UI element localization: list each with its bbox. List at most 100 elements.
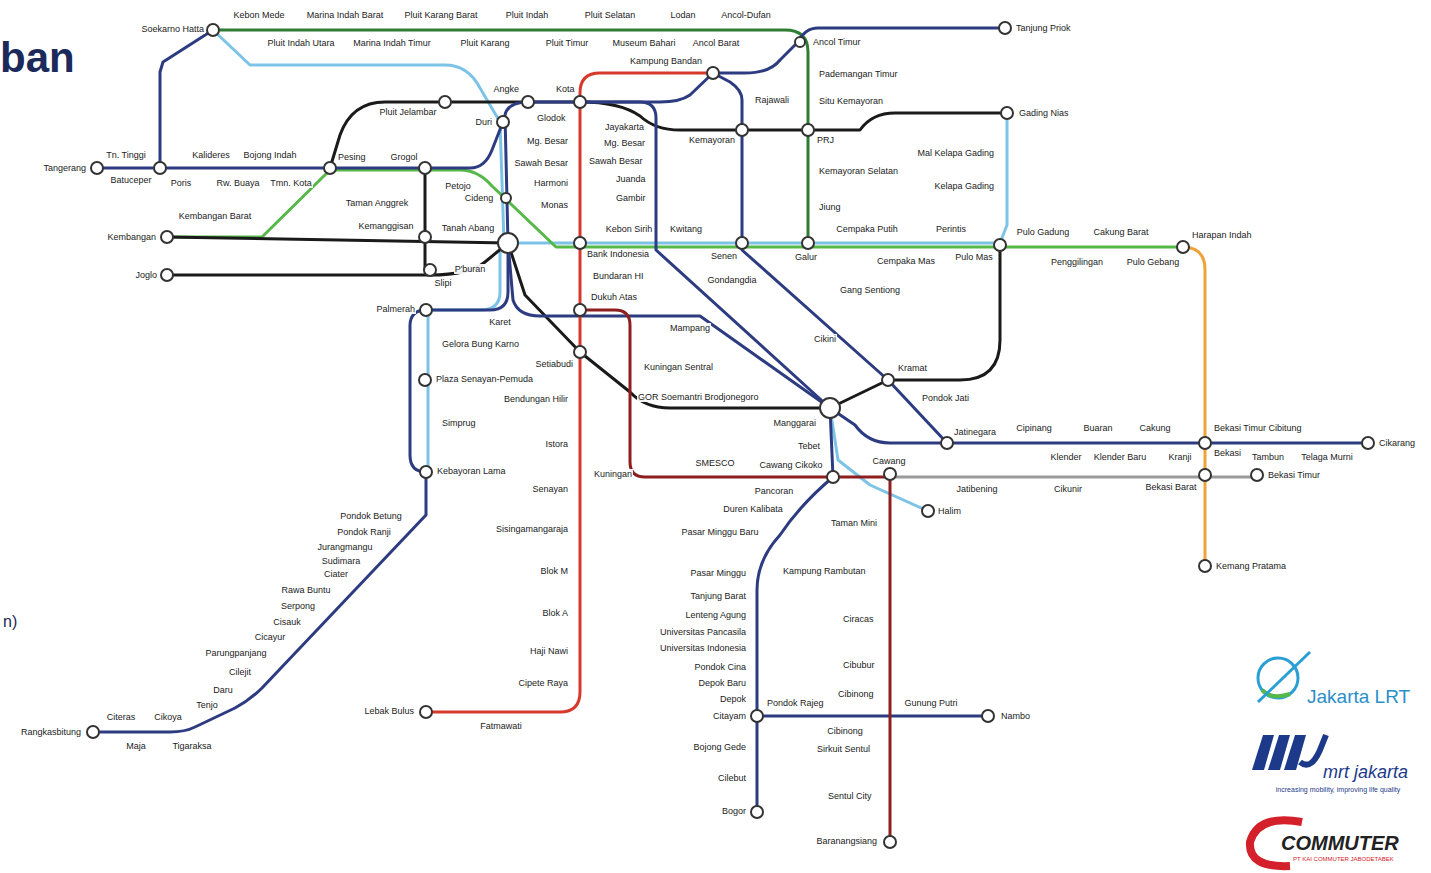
station-label: Bekasi Timur Cibitung	[1213, 423, 1303, 433]
station-label: Monas	[540, 200, 569, 210]
station-circle	[884, 836, 896, 848]
map-shape	[508, 243, 1000, 408]
station-circle	[87, 726, 99, 738]
station-label: Karet	[488, 317, 512, 327]
station-label: Baranangsiang	[815, 836, 878, 846]
station-label: Taman Mini	[830, 518, 878, 528]
station-label: Ancol-Dufan	[720, 10, 772, 20]
station-label: Bundaran HI	[592, 271, 645, 281]
station-label: Kemayoran	[688, 135, 736, 145]
station-label: Kemayoran Selatan	[818, 166, 899, 176]
station-label: Kemanggisan	[357, 221, 414, 231]
lrt-jabodebek-line	[580, 310, 890, 842]
station-label: Senen	[710, 251, 738, 261]
station-label: Kebon Sirih	[605, 224, 654, 234]
station-label: GOR Soemantri Brodjonegoro	[637, 392, 760, 402]
station-label: Taman Anggrek	[345, 198, 410, 208]
station-label: Cideng	[464, 193, 495, 203]
map-shape	[713, 73, 947, 443]
station-label: Klender Baru	[1093, 452, 1148, 462]
station-label: Cawang Cikoko	[758, 460, 823, 470]
logo-text: n)	[2, 613, 18, 631]
station-circle	[1258, 658, 1298, 698]
station-label: Klender	[1049, 452, 1082, 462]
map-shape	[213, 30, 504, 243]
station-label: Pancoran	[754, 486, 795, 496]
station-label: Blok M	[539, 566, 569, 576]
page-title: ban	[0, 37, 75, 79]
station-circle	[574, 96, 586, 108]
station-label: Kranji	[1167, 452, 1192, 462]
station-circle	[820, 398, 840, 418]
black-line	[167, 102, 1007, 408]
station-circle	[1199, 469, 1211, 481]
station-label: Poris	[170, 178, 193, 188]
station-label: Pulo Mas	[954, 252, 994, 262]
station-label: Perintis	[935, 224, 967, 234]
station-label: Pesing	[337, 152, 367, 162]
commuter-line	[93, 28, 1368, 812]
station-label: Pluit Karang	[459, 38, 510, 48]
station-circle	[574, 304, 586, 316]
station-label: Tanjung Priok	[1015, 23, 1072, 33]
station-label: Halim	[937, 506, 962, 516]
station-label: Gang Sentiong	[839, 285, 901, 295]
station-circle	[736, 124, 748, 136]
station-label: Gondangdia	[706, 275, 757, 285]
station-label: Rangkasbitung	[20, 727, 82, 737]
station-label: Mg. Besar	[603, 138, 646, 148]
station-label: Marina Indah Timur	[352, 38, 432, 48]
station-label: Pluit Indah Utara	[266, 38, 335, 48]
station-label: Sisingamangaraja	[495, 524, 569, 534]
station-label: Cilebut	[717, 773, 747, 783]
station-label: Mg. Besar	[526, 136, 569, 146]
station-label: Ciater	[323, 569, 349, 579]
station-label: Gelora Bung Karno	[441, 339, 520, 349]
station-circle	[827, 471, 839, 483]
station-circle	[1001, 107, 1013, 119]
station-label: Harapan Indah	[1191, 230, 1253, 240]
map-shape	[757, 715, 988, 718]
station-circle	[574, 237, 586, 249]
station-label: Cawang	[871, 456, 906, 466]
station-label: Ancol Timur	[812, 37, 862, 47]
station-circle	[439, 96, 451, 108]
station-label: Nambo	[1000, 711, 1031, 721]
station-label: Cisauk	[272, 617, 302, 627]
station-circle	[795, 37, 805, 47]
station-label: Haji Nawi	[529, 646, 569, 656]
station-label: Tanjung Barat	[689, 591, 747, 601]
station-label: Cempaka Mas	[876, 256, 936, 266]
station-label: Kembangan Barat	[178, 211, 253, 221]
station-label: Cikarang	[1378, 438, 1416, 448]
station-label: Cibinong	[826, 726, 864, 736]
station-circle	[1362, 437, 1374, 449]
station-label: Jurangmangu	[316, 542, 373, 552]
station-label: Tenjo	[195, 700, 219, 710]
orange-line	[1183, 247, 1205, 566]
station-circle	[736, 237, 748, 249]
station-label: Universitas Pancasila	[659, 627, 747, 637]
map-shape	[1000, 113, 1007, 243]
station-label: Bekasi Barat	[1144, 482, 1197, 492]
station-label: Senayan	[531, 484, 569, 494]
station-circle	[1177, 241, 1189, 253]
logo-text: PT KAI COMMUTER JABODETABEK	[1292, 856, 1395, 863]
station-circle	[1199, 560, 1211, 572]
map-shape	[97, 122, 503, 168]
station-label: Mal Kelapa Gading	[916, 148, 995, 158]
station-label: Cilejit	[228, 667, 252, 677]
station-label: Grogol	[389, 152, 418, 162]
station-label: Jatibening	[955, 484, 998, 494]
map-shape	[580, 102, 833, 812]
station-label: Bendungan Hilir	[503, 394, 569, 404]
station-label: Pluit Selatan	[584, 10, 637, 20]
map-shape	[713, 28, 1005, 73]
map-shape	[424, 168, 427, 270]
station-label: Citeras	[106, 712, 137, 722]
station-label: Kembangan	[106, 232, 157, 242]
station-circle	[161, 269, 173, 281]
station-label: Sirkuit Sentul	[816, 744, 871, 754]
station-label: Daru	[212, 685, 234, 695]
station-circle	[497, 116, 509, 128]
